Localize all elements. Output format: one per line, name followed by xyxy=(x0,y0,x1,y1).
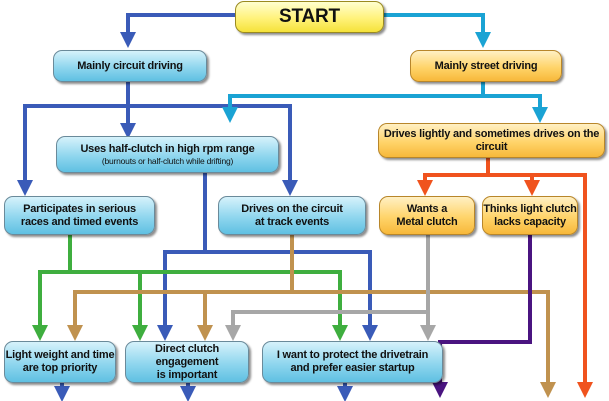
arrow-serious-protect xyxy=(140,270,348,341)
start-node: START xyxy=(235,1,384,33)
arrow-driveslightly-out xyxy=(532,173,593,398)
serious-races-node: Participates in serious races and timed … xyxy=(4,196,155,235)
metal-clutch-line2: Metal clutch xyxy=(396,215,458,228)
drives-lightly-node: Drives lightly and sometimes drives on t… xyxy=(378,123,605,158)
half-clutch-note: (burnouts or half-clutch while drifting) xyxy=(101,156,234,166)
arrow-lightclutch-out xyxy=(432,235,532,398)
direct-engagement-line2: is important xyxy=(156,368,218,381)
light-clutch-node: Thinks light clutch lacks capacity xyxy=(482,196,578,235)
arrow-trackevents-direct xyxy=(197,290,292,341)
half-clutch-node: Uses half-clutch in high rpm range (burn… xyxy=(56,136,279,173)
arrow-circuit-trackevents xyxy=(128,104,298,196)
circuit-driving-label: Mainly circuit driving xyxy=(77,59,183,72)
circuit-driving-node: Mainly circuit driving xyxy=(53,50,207,82)
direct-engagement-node: Direct clutch engagement is important xyxy=(125,341,249,383)
street-driving-label: Mainly street driving xyxy=(434,59,538,72)
arrow-driveslightly-metal xyxy=(417,158,490,196)
arrow-trackevents-out xyxy=(292,290,556,398)
track-events-line2: at track events xyxy=(254,215,330,228)
arrow-street-driveslightly xyxy=(483,94,548,123)
light-weight-line2: are top priority xyxy=(22,362,98,374)
arrow-serious-direct xyxy=(70,270,148,341)
light-clutch-line2: lacks capacity xyxy=(494,215,566,228)
arrow-serious-lightweight xyxy=(32,235,72,341)
metal-clutch-line1: Wants a xyxy=(406,202,448,215)
street-driving-node: Mainly street driving xyxy=(410,50,562,82)
arrow-start-street xyxy=(383,13,491,48)
light-weight-node: Light weight and time are top priority xyxy=(4,341,116,383)
arrow-street-halfclutch xyxy=(222,82,485,123)
serious-races-line1: Participates in serious xyxy=(23,202,136,215)
track-events-line1: Drives on the circuit xyxy=(241,202,343,215)
protect-drivetrain-node: I want to protect the drivetrain and pre… xyxy=(262,341,443,383)
drives-lightly-label: Drives lightly and sometimes drives on t… xyxy=(383,127,600,153)
half-clutch-title: Uses half-clutch in high rpm range xyxy=(80,143,255,155)
arrow-metal-down xyxy=(225,235,430,341)
protect-drivetrain-line2: and prefer easier startup xyxy=(290,362,415,374)
direct-engagement-line1: Direct clutch engagement xyxy=(154,342,220,368)
light-weight-line1: Light weight and time xyxy=(5,349,115,361)
arrow-circuit-serious xyxy=(17,82,130,196)
arrow-halfclutch-protect xyxy=(205,250,378,341)
arrow-driveslightly-lightclutch xyxy=(488,173,540,196)
arrow-start-circuit xyxy=(120,13,236,48)
light-clutch-line1: Thinks light clutch xyxy=(483,202,577,215)
arrow-halfclutch-down xyxy=(157,173,207,341)
serious-races-line2: races and timed events xyxy=(20,215,139,228)
protect-drivetrain-line1: I want to protect the drivetrain xyxy=(276,349,429,361)
metal-clutch-node: Wants a Metal clutch xyxy=(379,196,475,235)
arrow-trackevents-down xyxy=(67,235,294,341)
track-events-node: Drives on the circuit at track events xyxy=(218,196,366,235)
start-label: START xyxy=(279,6,340,27)
